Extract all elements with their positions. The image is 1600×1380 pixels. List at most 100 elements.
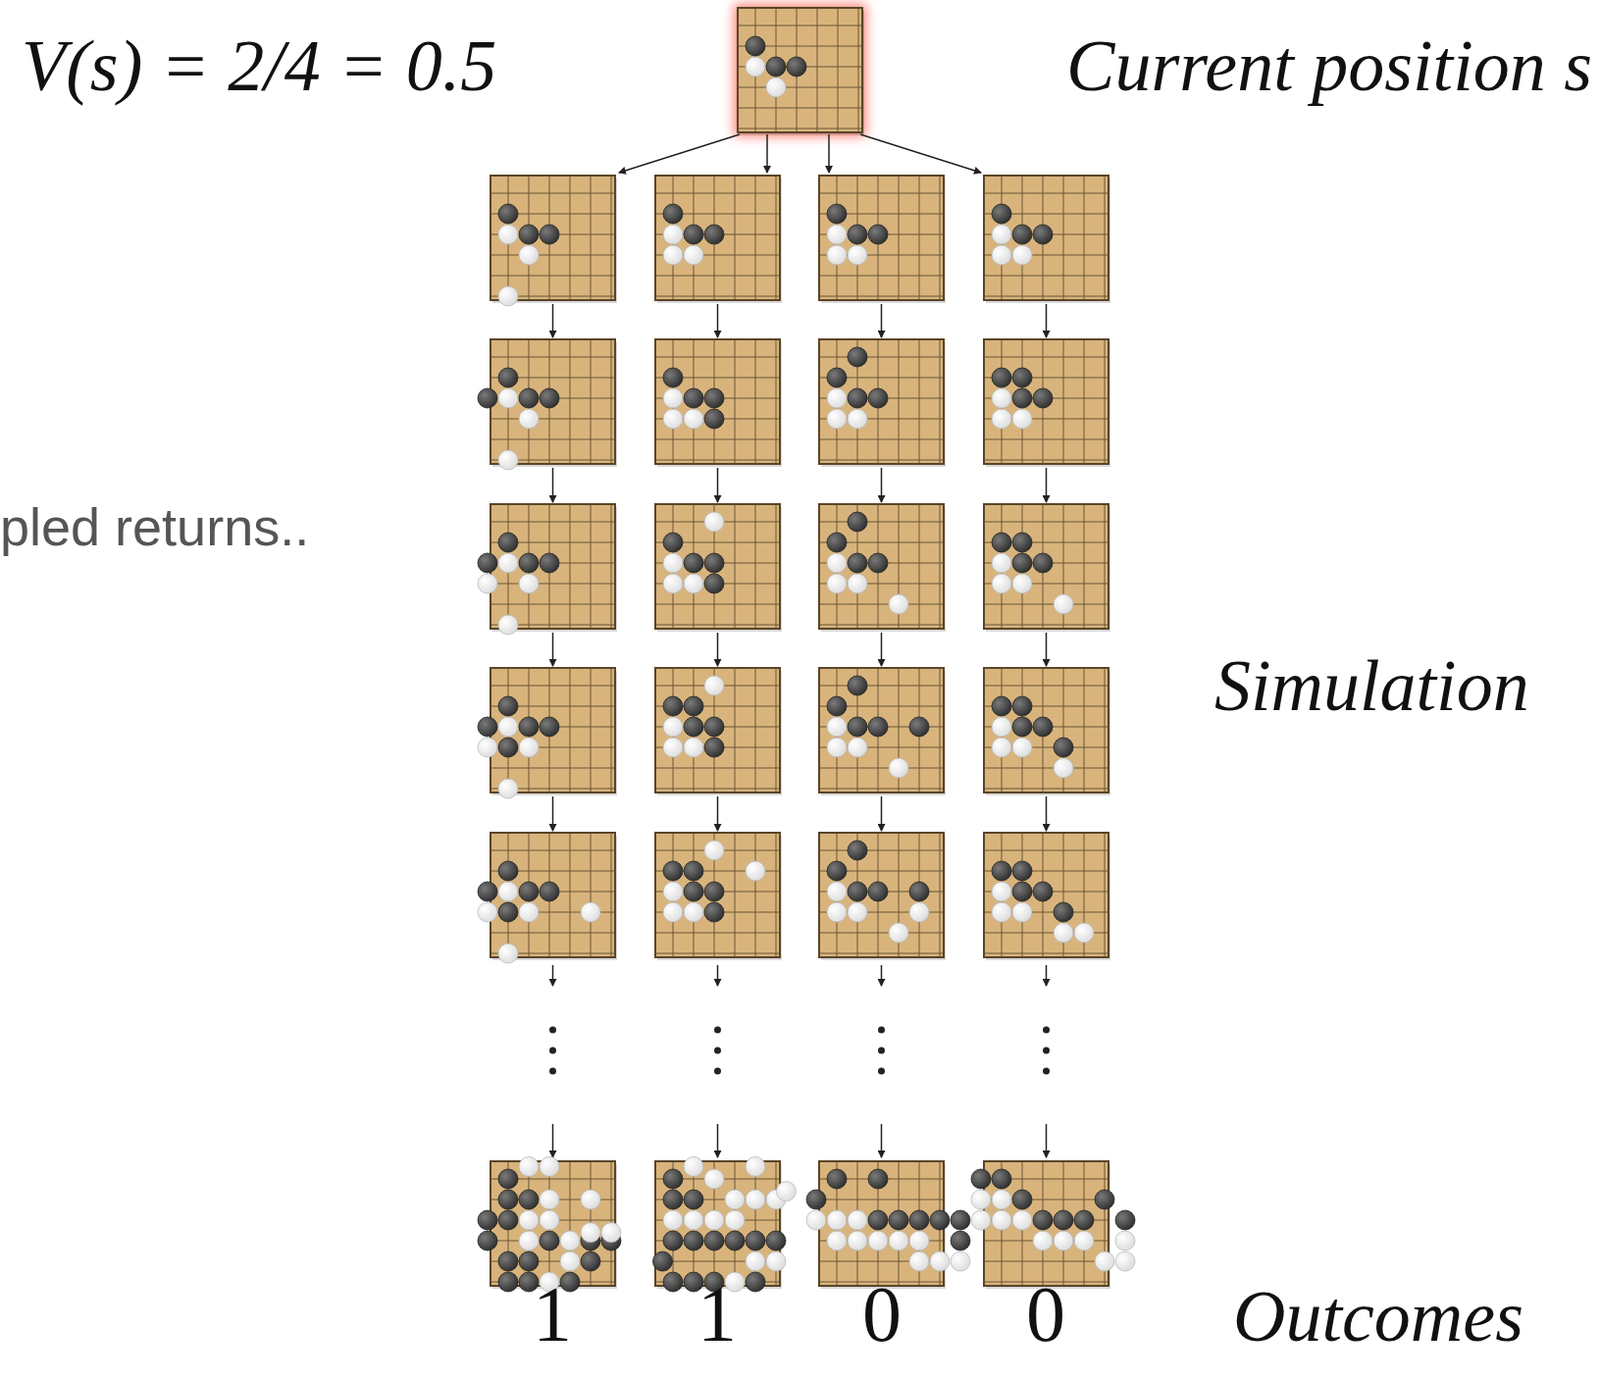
black-stone (991, 367, 1012, 388)
grid-line (656, 460, 779, 462)
white-stone (663, 902, 683, 923)
black-stone (704, 573, 724, 594)
grid-line (491, 275, 615, 277)
black-stone (806, 1189, 826, 1210)
move-arrow (860, 134, 981, 173)
move-arrow (552, 1124, 555, 1158)
grid-line (820, 850, 943, 852)
black-stone (868, 717, 888, 737)
board-surface (819, 504, 944, 629)
black-stone (1074, 1210, 1094, 1231)
white-stone (663, 1210, 683, 1231)
white-stone (847, 1231, 868, 1251)
move-arrow (1045, 965, 1048, 986)
simulation-label: Simulation (1214, 649, 1530, 723)
white-stone (991, 553, 1012, 573)
white-stone (663, 717, 683, 737)
grid-line (755, 505, 757, 628)
board-surface (983, 504, 1109, 629)
grid-line (1063, 176, 1065, 300)
move-arrow (552, 467, 555, 503)
black-stone (498, 1251, 518, 1272)
white-stone (1115, 1251, 1136, 1272)
black-stone (498, 902, 518, 923)
grid-line (820, 193, 943, 195)
grid-line (738, 128, 862, 130)
black-stone (498, 696, 518, 717)
white-stone (683, 902, 704, 923)
highlight-glow (733, 3, 867, 137)
ellipsis-dot (549, 1047, 557, 1055)
black-stone (683, 881, 704, 902)
grid-line (817, 8, 819, 132)
grid-line (491, 521, 615, 523)
black-stone (868, 1210, 888, 1231)
go-board (477, 339, 618, 470)
black-stone (1032, 717, 1053, 737)
grid-line (984, 296, 1108, 298)
outcome-value: 0 (842, 1275, 922, 1354)
grid-line (984, 521, 1108, 523)
white-stone (991, 737, 1012, 758)
black-stone (663, 532, 683, 553)
grid-line (939, 340, 941, 464)
grid-line (734, 340, 736, 464)
white-stone (745, 1251, 766, 1272)
white-stone (745, 861, 766, 881)
white-stone (704, 675, 724, 696)
black-stone (663, 696, 683, 717)
go-board (983, 832, 1111, 961)
grid-line (820, 604, 943, 606)
black-stone (826, 532, 847, 553)
white-stone (991, 573, 1012, 594)
white-stone (826, 388, 847, 409)
grid-line (611, 505, 613, 628)
black-stone (1012, 224, 1033, 245)
black-stone (847, 388, 868, 409)
black-stone (950, 1231, 971, 1251)
grid-line (775, 669, 777, 792)
move-arrow (1045, 796, 1048, 831)
white-stone (724, 1189, 745, 1210)
black-stone (1012, 532, 1033, 553)
ellipsis-dot (1042, 1068, 1050, 1076)
white-stone (663, 224, 683, 245)
move-arrow (717, 632, 720, 667)
white-stone (847, 573, 868, 594)
grid-line (1104, 833, 1106, 957)
grid-line (984, 850, 1108, 852)
ellipsis-dot (549, 1027, 557, 1034)
black-stone (683, 388, 704, 409)
white-stone (724, 1210, 745, 1231)
grid-line (611, 669, 613, 792)
white-stone (663, 737, 683, 758)
ellipsis-dot (877, 1027, 885, 1034)
white-stone (991, 409, 1012, 429)
white-stone (498, 943, 518, 964)
white-stone (929, 1251, 950, 1272)
white-stone (683, 1156, 704, 1177)
ellipsis-dot (549, 1068, 557, 1076)
move-arrow (766, 134, 769, 173)
white-stone (518, 902, 539, 923)
black-stone (518, 553, 539, 573)
board-surface (490, 1161, 616, 1287)
outcome-value: 0 (1006, 1275, 1085, 1354)
go-board (477, 1156, 621, 1292)
outcome-value: 1 (513, 1275, 592, 1354)
black-stone (1115, 1210, 1136, 1231)
board-surface (490, 832, 616, 958)
grid-line (984, 768, 1108, 770)
go-board (971, 1161, 1136, 1290)
board-surface (655, 668, 780, 793)
board-surface (983, 1161, 1109, 1287)
black-stone (786, 56, 807, 77)
ellipsis-dot (877, 1068, 885, 1076)
black-stone (539, 717, 560, 737)
grid-line (590, 833, 592, 957)
black-stone (683, 696, 704, 717)
outcome-value: 1 (677, 1275, 757, 1354)
board-surface (655, 504, 780, 629)
white-stone (498, 450, 518, 470)
outcomes-label: Outcomes (1233, 1280, 1524, 1353)
